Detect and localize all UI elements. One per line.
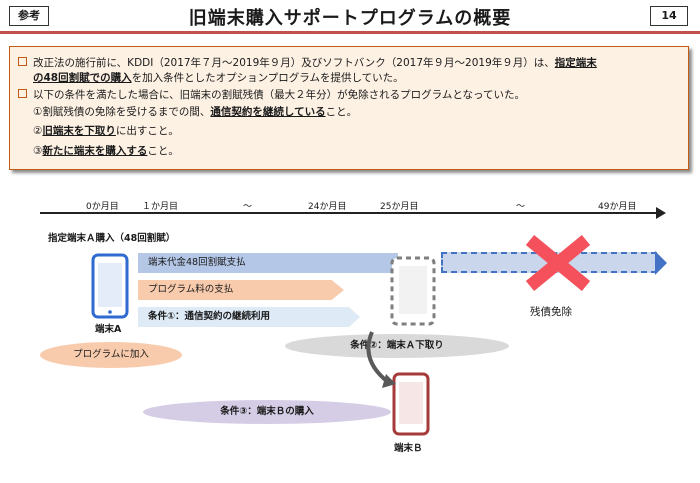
trade-in-phone-icon [390, 256, 436, 326]
month-label: 〜 [243, 202, 253, 212]
program-fee-bar: プログラム料の支払 [138, 280, 344, 300]
remaining-installment-arrow-icon [655, 251, 667, 275]
summary-box: 改正法の施行前に、KDDI（2017年７月〜2019年９月）及びソフトバンク（2… [9, 46, 689, 170]
month-label: 25か月目 [380, 202, 419, 212]
page-number: 14 [650, 6, 688, 26]
emphasis-designated-device: 指定端末 [554, 57, 597, 69]
device-purchase-heading: 指定端末Ａ購入（48回割賦） [48, 233, 176, 244]
condition-1-text: ①割賦残債の免除を受けるまでの間、通信契約を継続していること。 [33, 106, 358, 118]
summary-line-3: 以下の条件を満たした場合に、旧端末の割賦残債（最大２年分）が免除されるプログラム… [18, 88, 525, 102]
reference-tag: 参考 [9, 6, 49, 26]
bullet-icon [18, 57, 27, 66]
month-label: 24か月目 [308, 202, 347, 212]
month-label: 49か月目 [598, 202, 637, 212]
month-label: 0か月目 [86, 202, 119, 212]
condition-2-oval: 条件②：端末Ａ下取り [285, 334, 509, 358]
summary-line-1: 改正法の施行前に、KDDI（2017年７月〜2019年９月）及びソフトバンク（2… [18, 56, 597, 70]
program-join-oval: プログラムに加入 [40, 342, 182, 368]
curved-arrow-icon [366, 331, 396, 388]
header-rule [0, 31, 700, 34]
condition-1-bar: 条件①：通信契約の継続利用 [138, 307, 360, 327]
emphasis-48-installment: の48回割賦での購入 [33, 72, 132, 84]
condition-3-oval: 条件③：端末Ｂの購入 [143, 400, 391, 424]
device-a-label: 端末A [95, 324, 122, 335]
month-label: １か月目 [142, 202, 179, 212]
bullet-icon [18, 89, 27, 98]
month-label: 〜 [516, 202, 526, 212]
debt-exemption-label: 残債免除 [530, 306, 572, 318]
page-title: 旧端末購入サポートプログラムの概要 [188, 8, 512, 29]
timeline-axis [40, 212, 658, 214]
summary-line-2: の48回割賦での購入を加入条件としたオプションプログラムを提供していた。 [33, 72, 404, 84]
installment-payment-bar: 端末代金48回割賦支払 [138, 253, 398, 273]
condition-3-text: ③新たに端末を購入すること。 [33, 145, 179, 157]
cross-icon [525, 234, 591, 292]
phone-b-icon [392, 372, 430, 436]
phone-a-icon [91, 253, 129, 319]
timeline-arrow-icon [656, 207, 666, 219]
device-b-label: 端末Ｂ [394, 443, 423, 454]
condition-2-text: ②旧端末を下取りに出すこと。 [33, 125, 179, 137]
